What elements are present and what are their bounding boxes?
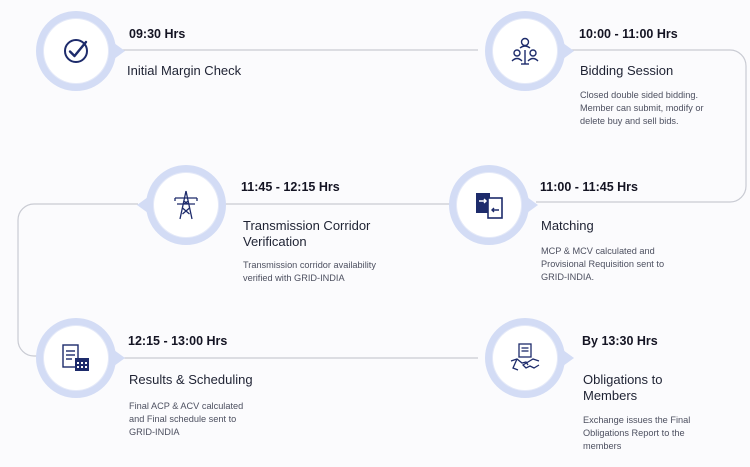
step-2-description: Closed double sided bidding. Member can … [580,90,704,126]
step-1-node [36,11,125,91]
step-6-title: Obligations to Members [583,372,663,403]
step-2-title: Bidding Session [580,63,674,78]
step-4-time: 11:45 - 12:15 Hrs [241,180,340,194]
schedule-calendar-icon [62,344,89,371]
step-6-node [485,318,574,398]
step-4-node [137,165,226,245]
bidding-people-icon [511,37,539,65]
step-4-description: Transmission corridor availability verif… [243,260,376,283]
transmission-tower-icon [174,190,198,220]
step-5-node [36,318,125,398]
step-3-node [449,165,538,245]
step-6-time: By 13:30 Hrs [582,334,658,348]
step-5-description: Final ACP & ACV calculated and Final sch… [129,401,244,437]
step-4-title: Transmission Corridor Verification [243,218,371,249]
step-3-description: MCP & MCV calculated and Provisional Req… [541,246,665,282]
step-3-time: 11:00 - 11:45 Hrs [540,180,638,194]
step-1-time: 09:30 Hrs [129,27,186,41]
documents-exchange-icon [476,193,503,219]
step-2-node [485,11,574,91]
handshake-document-icon [510,343,540,371]
step-1-title: Initial Margin Check [127,63,242,78]
step-5-title: Results & Scheduling [129,372,253,387]
step-5-time: 12:15 - 13:00 Hrs [128,334,228,348]
check-circle-icon [64,39,88,63]
step-3-title: Matching [541,218,594,233]
step-6-description: Exchange issues the Final Obligations Re… [583,415,691,451]
step-2-time: 10:00 - 11:00 Hrs [579,27,678,41]
